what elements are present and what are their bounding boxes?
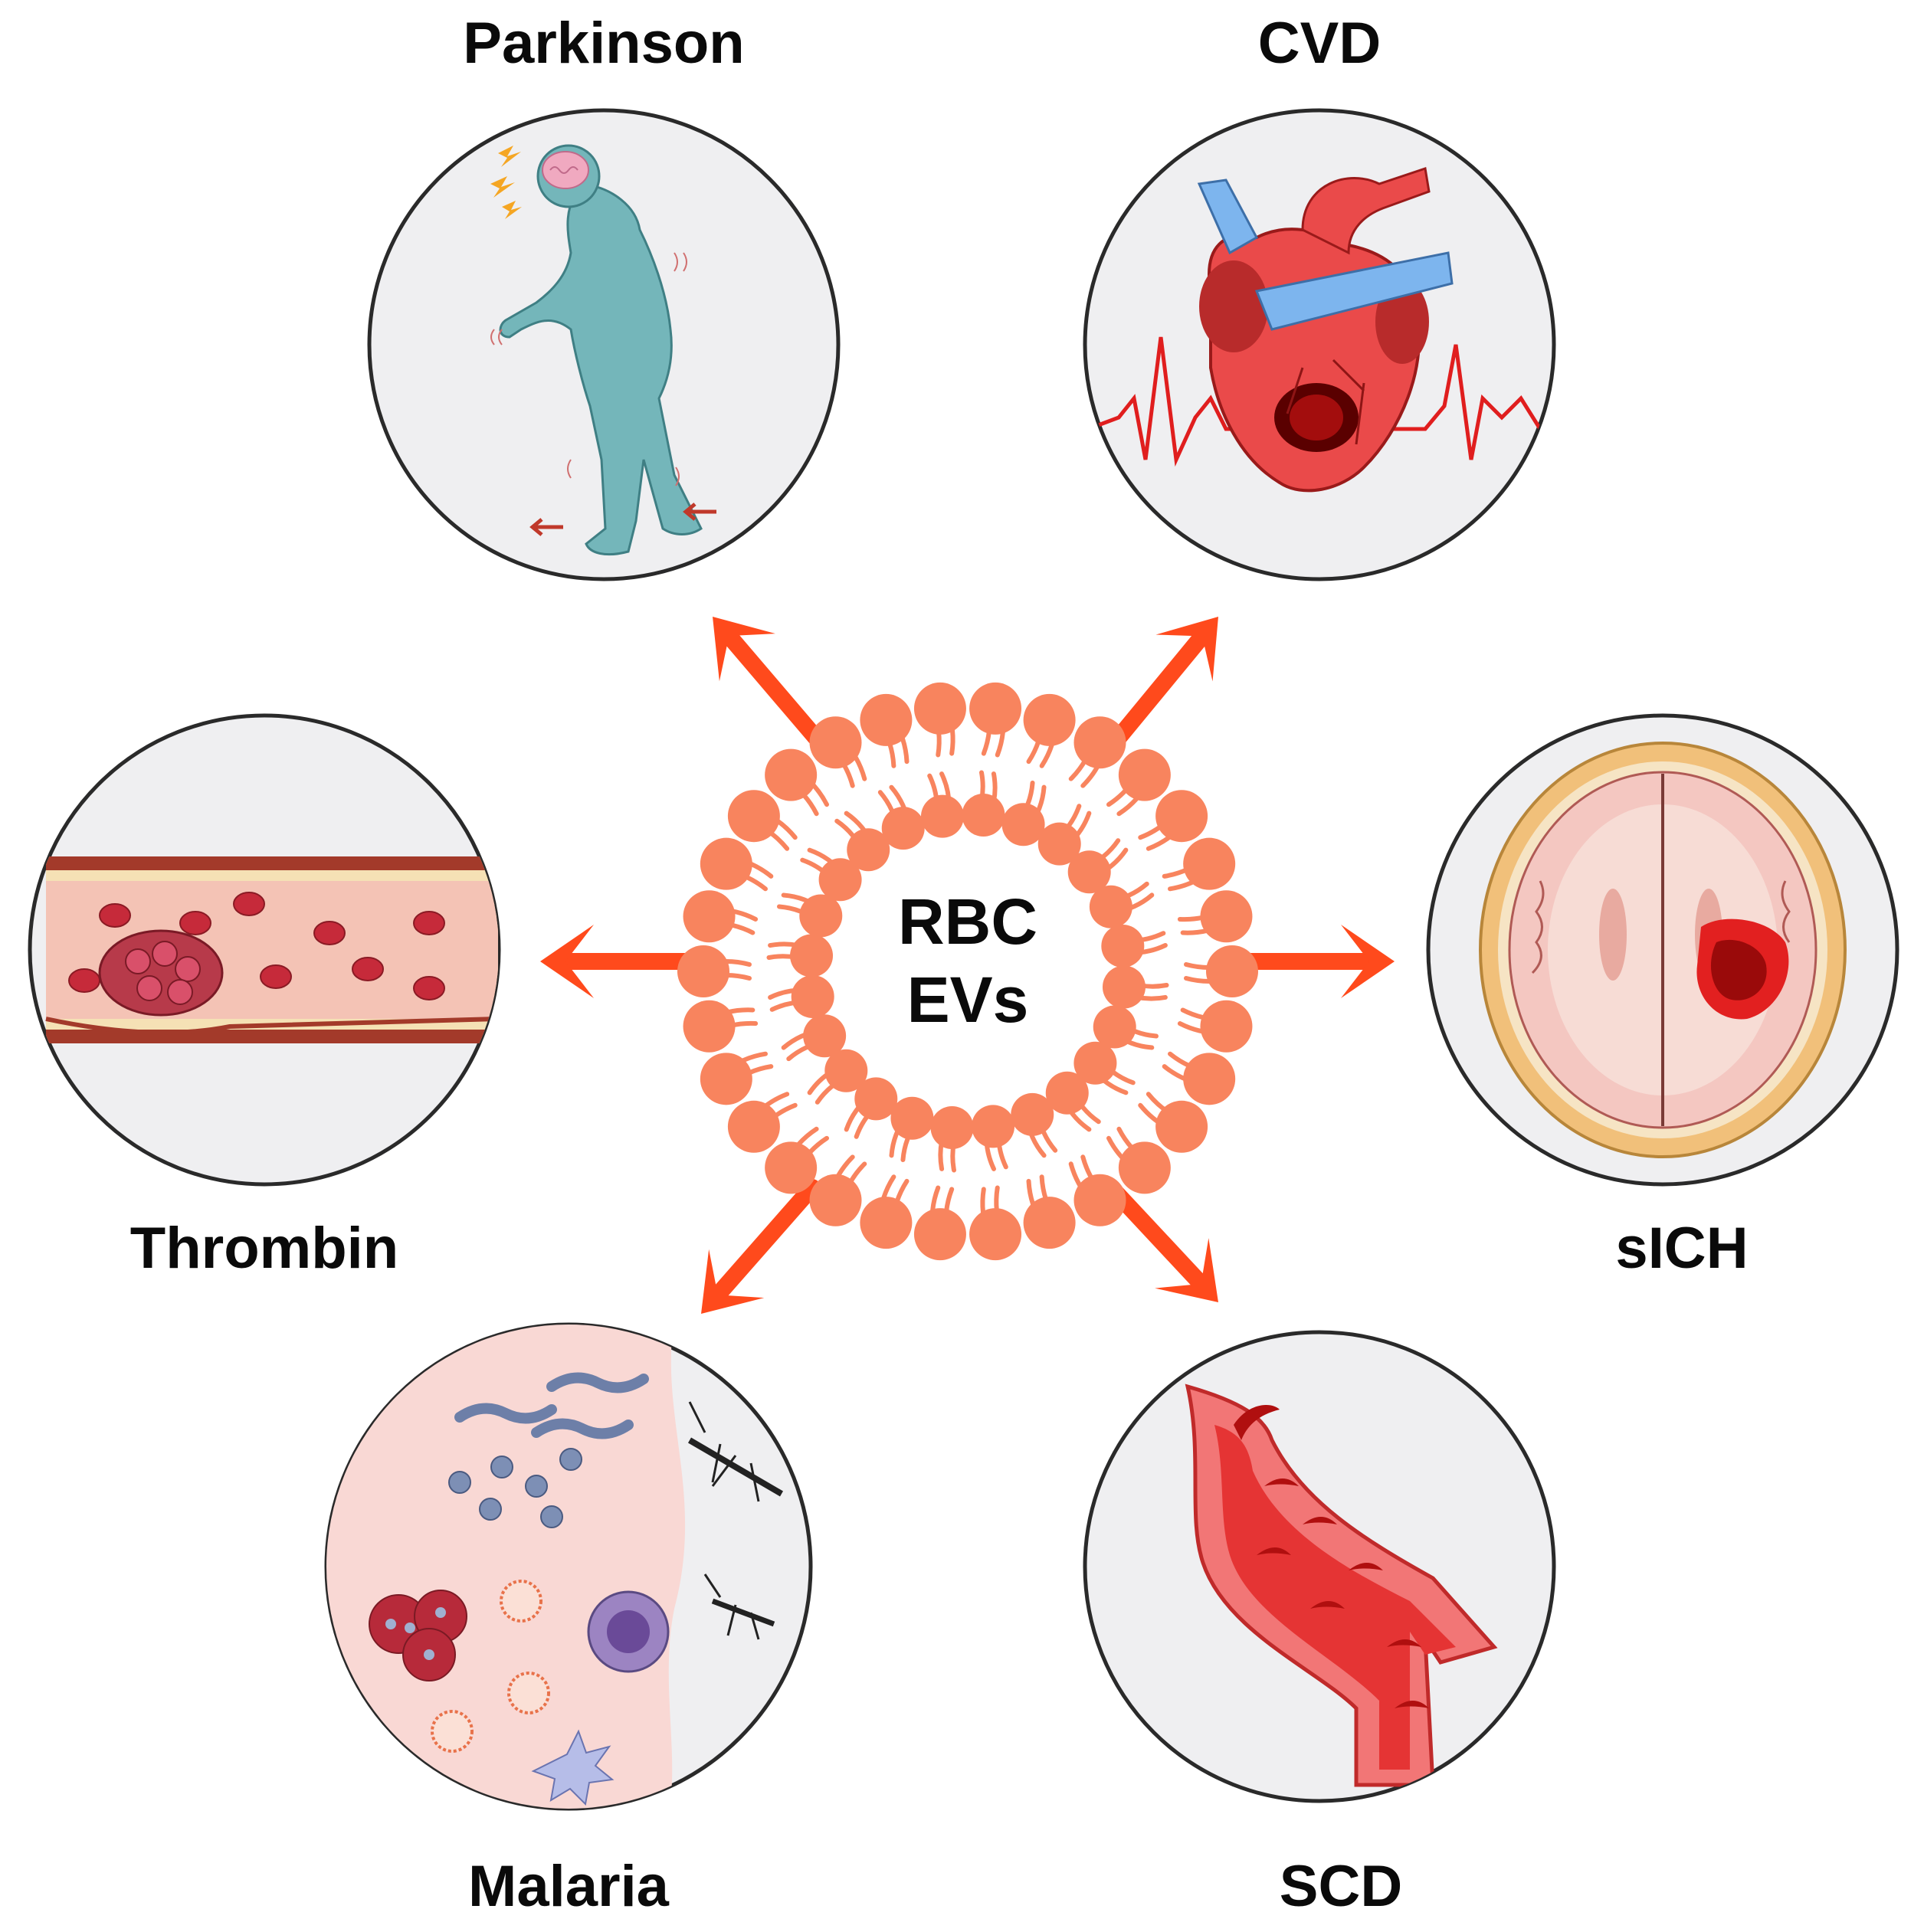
arrow-sich <box>1233 925 1395 998</box>
malaria-label: Malaria <box>468 1854 670 1919</box>
arrow-malaria <box>701 1179 821 1314</box>
arrow-scd <box>1103 1179 1218 1302</box>
malaria-parasite-mosquito-icon <box>326 1325 784 1809</box>
center-label-line1: RBC <box>898 886 1037 958</box>
sich-panel <box>1426 713 1899 1187</box>
arrow-parkinson <box>713 617 832 755</box>
scd-label: SCD <box>1280 1854 1402 1919</box>
walking-person-tremor-icon <box>490 144 716 556</box>
sich-label: sICH <box>1615 1216 1748 1281</box>
thrombin-label: Thrombin <box>130 1216 398 1281</box>
cvd-panel <box>1083 108 1556 581</box>
heart-ecg-icon <box>1087 167 1554 493</box>
sickle-cell-vessel-icon <box>1185 1384 1498 1787</box>
parkinson-panel <box>367 108 841 581</box>
arrow-cvd <box>1103 617 1218 755</box>
blood-vessel-clot-icon <box>45 856 499 1043</box>
center-label-line2: EVs <box>907 964 1029 1036</box>
parkinson-label: Parkinson <box>463 11 744 76</box>
malaria-panel <box>324 1322 813 1811</box>
thrombin-panel <box>28 713 501 1187</box>
brain-hemorrhage-icon <box>1479 742 1847 1158</box>
rbc-ev-vesicle-icon <box>677 682 1258 1261</box>
arrows-group <box>540 617 1395 1314</box>
arrow-thrombin <box>540 925 702 998</box>
cvd-label: CVD <box>1258 11 1381 76</box>
scd-panel <box>1083 1330 1556 1803</box>
